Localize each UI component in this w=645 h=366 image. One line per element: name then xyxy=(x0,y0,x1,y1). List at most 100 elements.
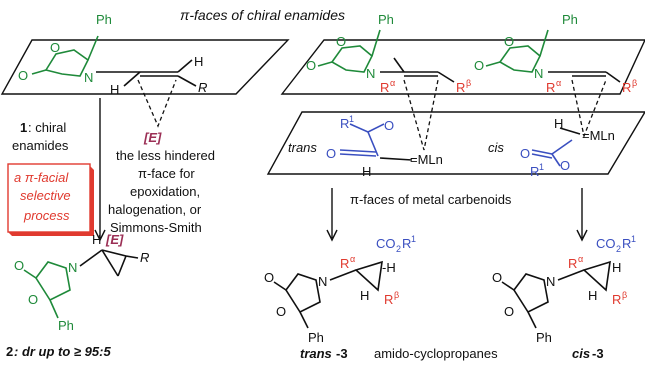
svg-text:O: O xyxy=(520,146,530,161)
svg-text:epoxidation,: epoxidation, xyxy=(130,184,200,199)
approach-cone-cis xyxy=(571,79,607,139)
cis-3-label: cis xyxy=(572,346,590,361)
electrophile-label: [E] xyxy=(143,130,162,145)
title-chiral-enamide-faces: π-faces of chiral enamides xyxy=(180,7,345,23)
svg-text:1: 1 xyxy=(349,114,354,124)
svg-text:[E]: [E] xyxy=(105,232,124,247)
svg-text:α: α xyxy=(390,78,395,88)
svg-text:the less hindered: the less hindered xyxy=(116,148,215,163)
carbenoid-trans: R 1 O O H =MLn trans xyxy=(288,114,443,179)
svg-text:R: R xyxy=(198,80,207,95)
svg-text:R: R xyxy=(612,292,621,307)
svg-text:Ph: Ph xyxy=(308,330,324,345)
compound-2-dr: : dr up to ≥ 95:5 xyxy=(14,344,111,359)
svg-text:O: O xyxy=(264,270,274,285)
svg-text:R: R xyxy=(546,80,555,95)
svg-text:R: R xyxy=(340,256,349,271)
svg-text:H: H xyxy=(554,116,563,131)
product-2-structure: O O N Ph H [E] R xyxy=(14,232,149,333)
carbenoid-plane xyxy=(266,111,645,175)
svg-text:R: R xyxy=(340,116,349,131)
svg-text:CO: CO xyxy=(596,236,616,251)
svg-text:O: O xyxy=(492,270,502,285)
trans-3-label: trans xyxy=(300,346,332,361)
compound-2-number: 2 xyxy=(6,344,13,359)
svg-text:β: β xyxy=(394,290,399,300)
oxazolidinone-ring-2: O O N Ph xyxy=(306,12,394,81)
approach-cone-left xyxy=(137,79,177,128)
svg-text:N: N xyxy=(546,274,555,289)
enamide-alkene-3: R α R β xyxy=(546,71,637,95)
svg-text:Ph: Ph xyxy=(58,318,74,333)
svg-text:H: H xyxy=(110,82,119,97)
svg-text:α: α xyxy=(556,78,561,88)
svg-text:β: β xyxy=(632,78,637,88)
svg-text:O: O xyxy=(14,258,24,273)
svg-text:1: 1 xyxy=(631,234,636,244)
svg-text:H: H xyxy=(92,232,101,247)
less-hindered-face-text: the less hindered π-face for epoxidation… xyxy=(108,148,215,235)
svg-text:O: O xyxy=(474,58,484,73)
svg-text:O: O xyxy=(384,118,394,133)
svg-text:=MLn: =MLn xyxy=(410,152,443,167)
svg-text:O: O xyxy=(336,34,346,49)
svg-text:β: β xyxy=(622,290,627,300)
svg-text:O: O xyxy=(50,40,60,55)
cis-3-number: -3 xyxy=(592,346,604,361)
oxazolidinone-ring-1: O O N xyxy=(18,35,99,85)
enamide-alkene-1: H H R xyxy=(96,54,207,97)
svg-text:Ph: Ph xyxy=(562,12,578,27)
svg-text:N: N xyxy=(534,66,543,81)
carbenoid-cis: H =MLn O O R 1 cis xyxy=(488,116,615,179)
svg-text:O: O xyxy=(504,34,514,49)
svg-text:2: 2 xyxy=(396,244,401,254)
trans-3-number: -3 xyxy=(336,346,348,361)
svg-text:R: R xyxy=(140,250,149,265)
product-trans-3-structure: O O N Ph R α CO 2 R 1 -H H R β xyxy=(264,234,416,345)
svg-text:H: H xyxy=(612,260,621,275)
svg-text:N: N xyxy=(366,66,375,81)
svg-text:R: R xyxy=(402,236,411,251)
product-cis-3-structure: O O N Ph R α CO 2 R 1 H H R β xyxy=(492,234,636,345)
compound-1-text-2: enamides xyxy=(12,138,69,153)
svg-text:α: α xyxy=(578,254,583,264)
svg-text:H: H xyxy=(360,288,369,303)
svg-text:R: R xyxy=(622,80,631,95)
compound-1-number: 1 xyxy=(20,120,27,135)
metal-carbenoid-faces-label: π-faces of metal carbenoids xyxy=(350,192,512,207)
svg-text:process: process xyxy=(23,208,70,223)
svg-text:trans: trans xyxy=(288,140,317,155)
svg-text:O: O xyxy=(504,304,514,319)
svg-text:H: H xyxy=(588,288,597,303)
svg-text:R: R xyxy=(568,256,577,271)
svg-text:O: O xyxy=(18,68,28,83)
svg-text:a π-facial: a π-facial xyxy=(14,170,69,185)
svg-text:π-face for: π-face for xyxy=(138,166,195,181)
svg-text:=MLn: =MLn xyxy=(582,128,615,143)
oxazolidinone-ring-3: O O N Ph xyxy=(474,12,578,81)
svg-text:O: O xyxy=(306,58,316,73)
svg-text:Ph: Ph xyxy=(378,12,394,27)
svg-text:O: O xyxy=(28,292,38,307)
approach-cone-trans xyxy=(403,79,439,151)
svg-text:1: 1 xyxy=(411,234,416,244)
phenyl-label: Ph xyxy=(96,12,112,27)
svg-text:R: R xyxy=(384,292,393,307)
svg-text:1: 1 xyxy=(539,162,544,172)
svg-text:Simmons-Smith: Simmons-Smith xyxy=(110,220,202,235)
svg-text:selective: selective xyxy=(20,188,71,203)
svg-text:R: R xyxy=(530,164,539,179)
svg-text:R: R xyxy=(380,80,389,95)
svg-text:-H: -H xyxy=(382,260,396,275)
svg-text:cis: cis xyxy=(488,140,504,155)
compound-1-text: : chiral xyxy=(28,120,66,135)
svg-text:R: R xyxy=(622,236,631,251)
svg-text:halogenation, or: halogenation, or xyxy=(108,202,202,217)
svg-text:O: O xyxy=(276,304,286,319)
svg-text:O: O xyxy=(326,146,336,161)
enamide-alkene-2: R α R β xyxy=(380,57,471,95)
svg-text:CO: CO xyxy=(376,236,396,251)
svg-text:N: N xyxy=(84,70,93,85)
svg-text:N: N xyxy=(318,274,327,289)
